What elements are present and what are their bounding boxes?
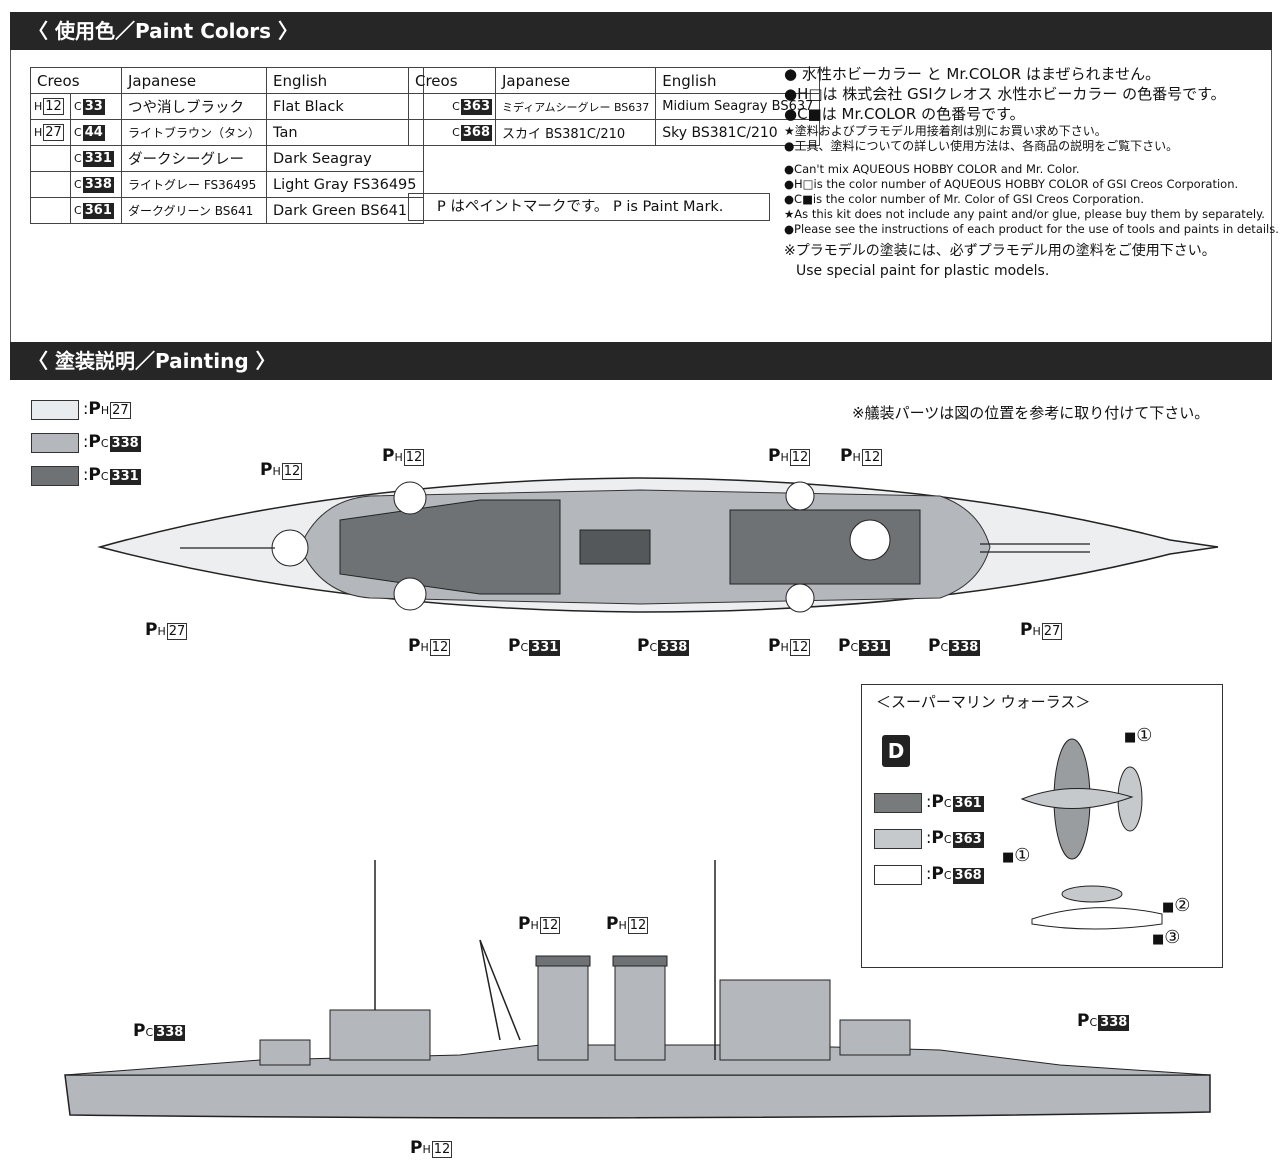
- decal-mark: ■②: [1162, 895, 1191, 916]
- note-line: ●C■is the color number of Mr. Color of G…: [784, 192, 1144, 206]
- note-line: ★塗料およびプラモデル用接着剤は別にお買い求め下さい。: [784, 124, 1107, 138]
- note-line: ★As this kit does not include any paint …: [784, 207, 1265, 221]
- ship-top-view: [97, 477, 1219, 613]
- decal-icon: D: [882, 735, 910, 767]
- decal-mark: ■①: [1124, 725, 1153, 746]
- walrus-aircraft: [1020, 738, 1163, 930]
- col-english: English: [266, 67, 424, 94]
- swatch-c361: [874, 793, 922, 813]
- col-creos: Creos: [30, 67, 122, 94]
- note-line: ●H□is the color number of AQUEOUS HOBBY …: [784, 177, 1239, 191]
- border-left: [10, 50, 11, 342]
- fitting-note: ※艤装パーツは図の位置を参考に取り付けて下さい。: [852, 404, 1210, 422]
- section-header-paint-colors: 〈 使用色／Paint Colors 〉: [10, 12, 1272, 50]
- section-header-painting: 〈 塗装説明／Painting 〉: [10, 342, 1272, 380]
- note-line: ●Can't mix AQUEOUS HOBBY COLOR and Mr. C…: [784, 162, 1080, 176]
- col-japanese: Japanese: [120, 67, 268, 94]
- swatch-c331: [31, 466, 79, 486]
- note-line: Use special paint for plastic models.: [796, 263, 1050, 279]
- note-line: ●工具、塗料についての詳しい使用方法は、各商品の説明をご覧下さい。: [784, 139, 1179, 153]
- notes-block: ● 水性ホビーカラー と Mr.COLOR はまぜられません。 ●H□は 株式会…: [784, 64, 1279, 281]
- note-line: ●C■は Mr.COLOR の色番号です。: [784, 105, 1025, 123]
- border-right: [1271, 50, 1272, 342]
- swatch-c368: [874, 865, 922, 885]
- section-title: 〈 使用色／Paint Colors 〉: [28, 19, 298, 43]
- swatch-c363: [874, 829, 922, 849]
- paint-mark-note: P はペイントマークです。 P is Paint Mark.: [408, 193, 770, 221]
- note-line: ●H□は 株式会社 GSIクレオス 水性ホビーカラー の色番号です。: [784, 85, 1226, 103]
- section-title: 〈 塗装説明／Painting 〉: [28, 349, 276, 373]
- note-line: ※プラモデルの塗装には、必ずプラモデル用の塗料をご使用下さい。: [784, 243, 1216, 259]
- walrus-title: ＜スーパーマリン ウォーラス＞: [876, 693, 1091, 711]
- swatch-c338: [31, 433, 79, 453]
- decal-mark: ■③: [1152, 927, 1181, 948]
- note-line: ● 水性ホビーカラー と Mr.COLOR はまぜられません。: [784, 65, 1161, 83]
- ship-side-view: [64, 860, 1211, 1119]
- decal-mark: ■①: [1002, 845, 1031, 866]
- note-line: ●Please see the instructions of each pro…: [784, 222, 1279, 236]
- swatch-h27: [31, 400, 79, 420]
